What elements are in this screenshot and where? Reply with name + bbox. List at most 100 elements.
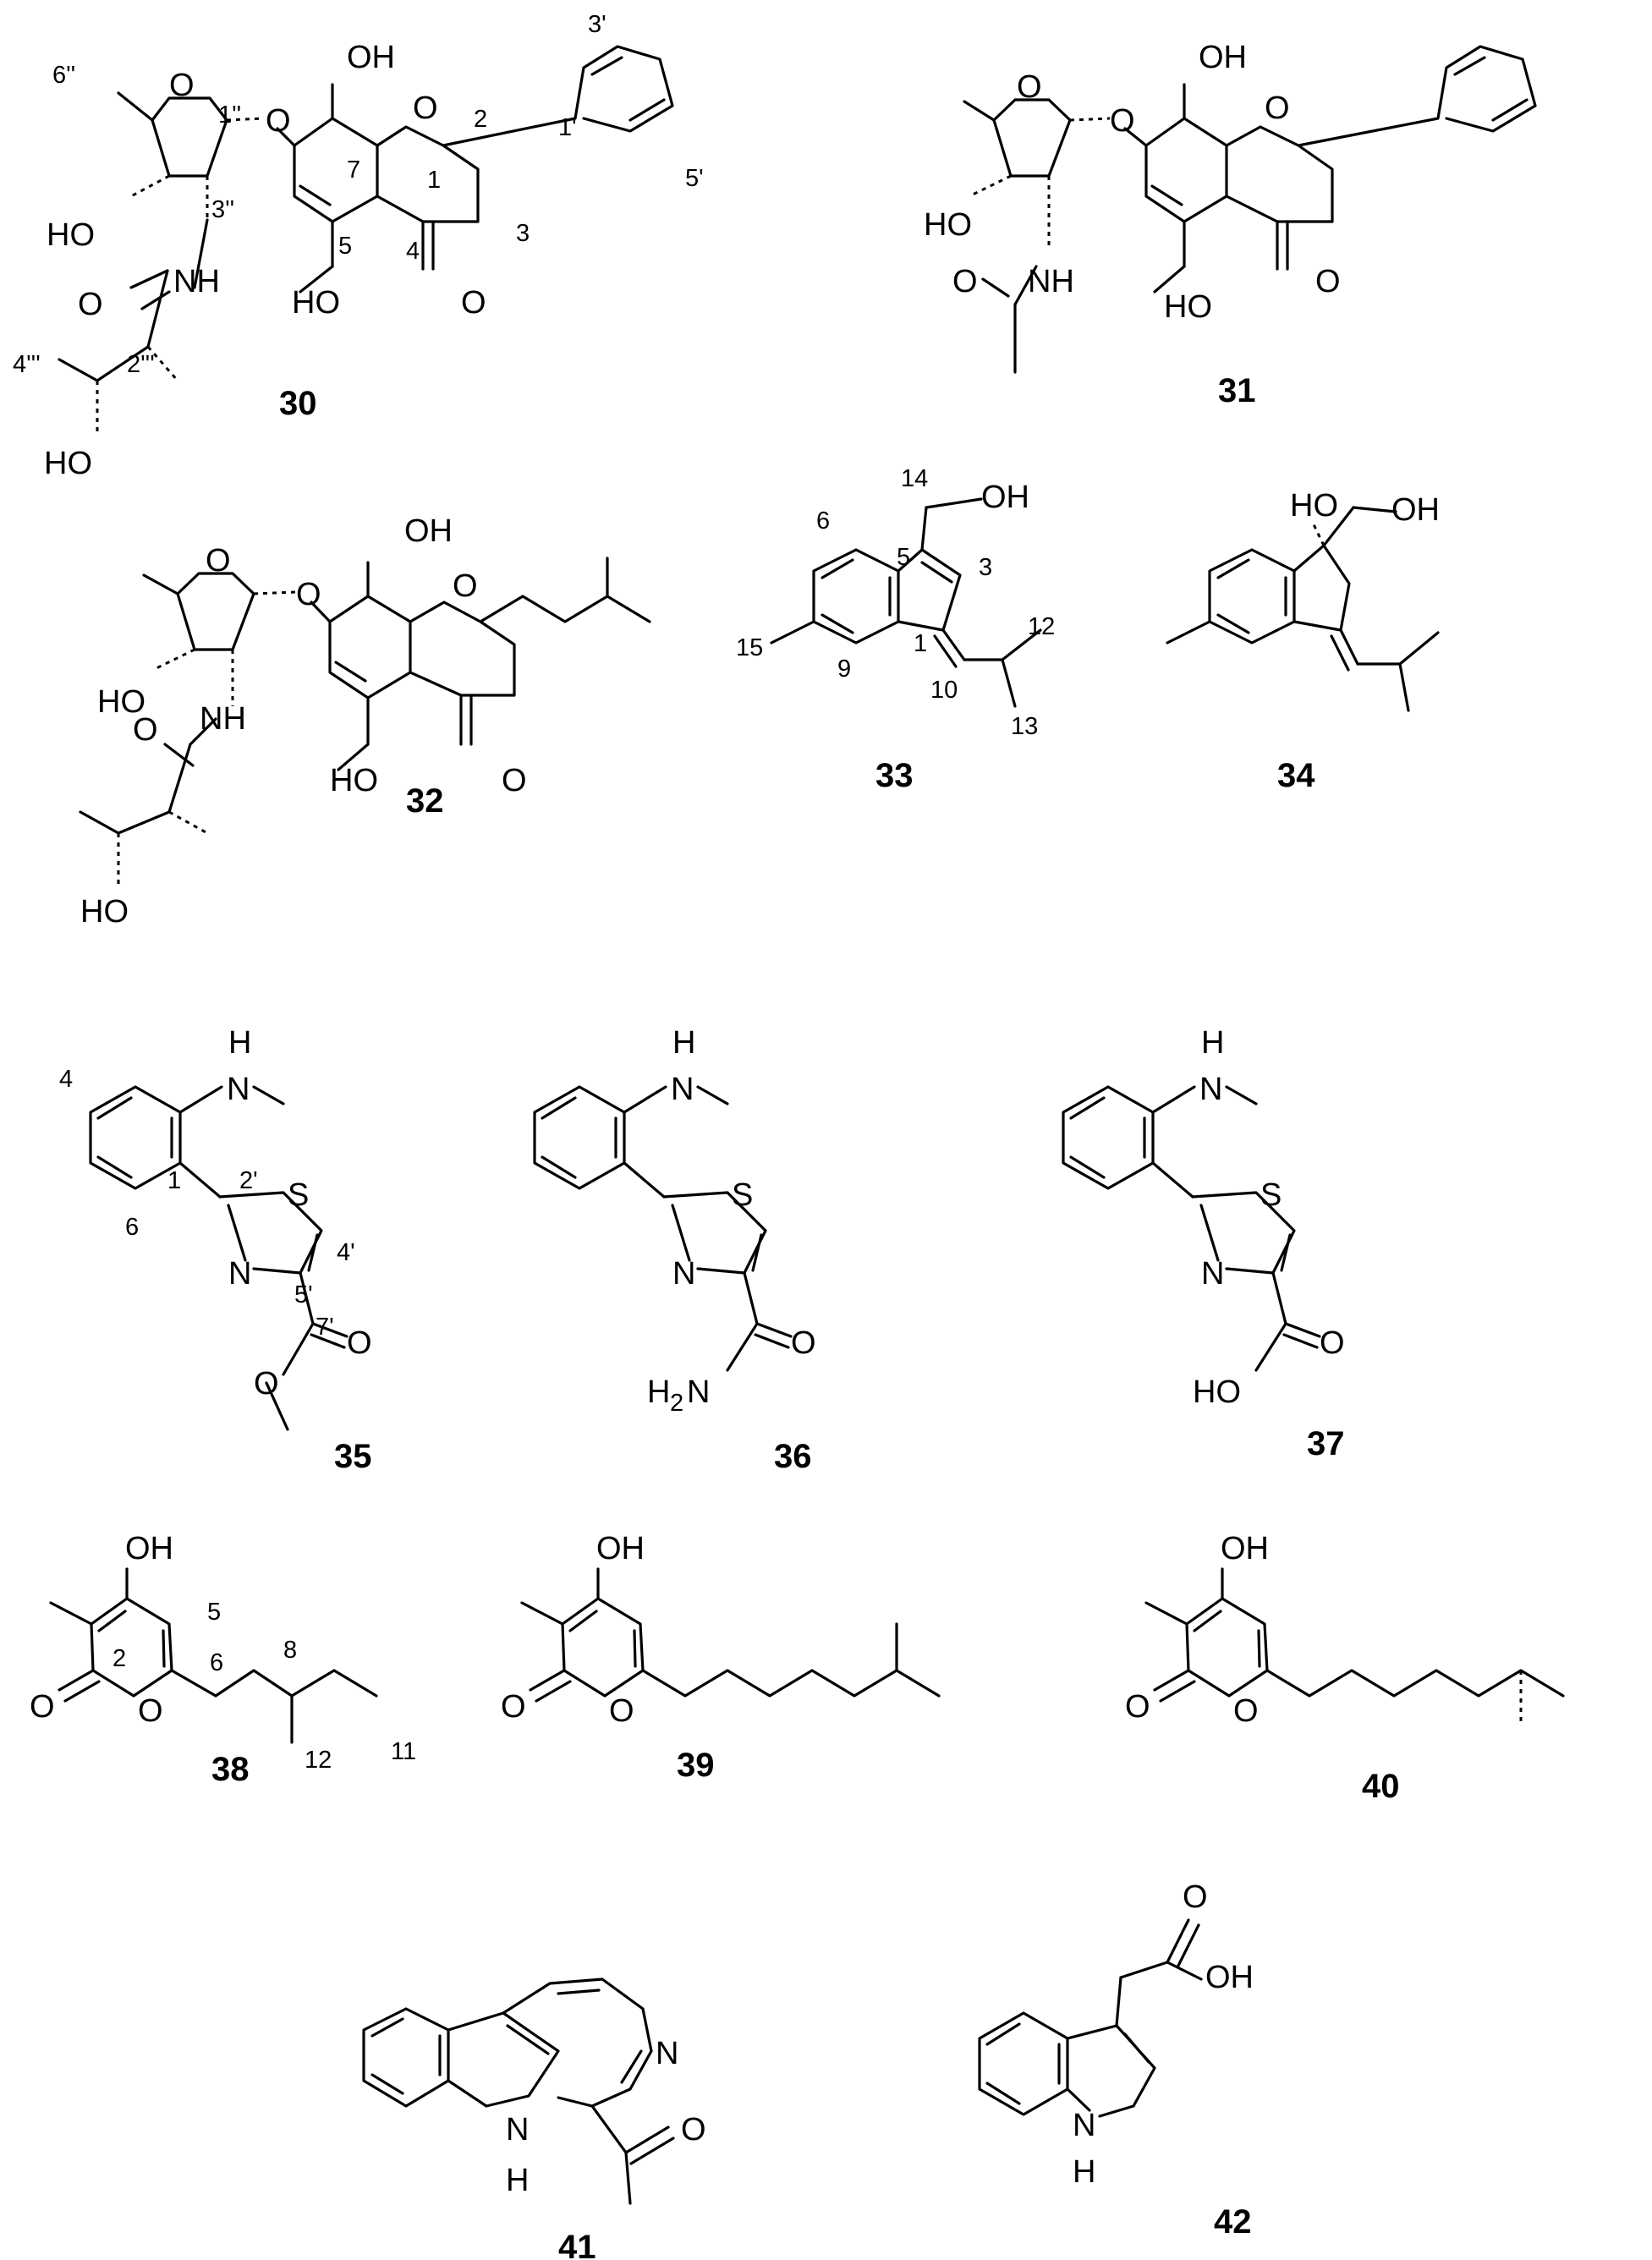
svg-text:6: 6 (210, 1649, 223, 1676)
svg-text:9: 9 (837, 656, 851, 683)
svg-text:N: N (656, 2036, 678, 2071)
svg-text:O: O (169, 68, 195, 103)
svg-text:O: O (453, 568, 478, 604)
svg-text:5: 5 (897, 544, 910, 571)
svg-text:H: H (506, 2163, 529, 2198)
svg-text:O: O (952, 264, 978, 299)
compound-41 (362, 1978, 675, 2205)
svg-text:31: 31 (1218, 372, 1256, 409)
svg-text:O: O (1017, 69, 1042, 105)
svg-text:1'': 1'' (218, 101, 241, 129)
svg-text:HO: HO (292, 285, 340, 321)
compound-34 (1166, 506, 1440, 712)
svg-text:5': 5' (685, 165, 704, 192)
svg-text:1': 1' (558, 114, 577, 141)
svg-text:O: O (30, 1689, 55, 1725)
svg-text:11: 11 (391, 1738, 416, 1765)
svg-text:N: N (228, 1256, 251, 1292)
svg-text:NH: NH (1028, 264, 1074, 299)
compound-31 (963, 45, 1537, 374)
svg-text:7': 7' (316, 1314, 334, 1341)
svg-text:41: 41 (558, 2229, 596, 2260)
svg-text:O: O (133, 712, 158, 748)
svg-text:33: 33 (875, 757, 914, 794)
svg-text:H: H (1201, 1025, 1224, 1061)
svg-text:NH: NH (173, 264, 220, 299)
svg-text:OH: OH (981, 480, 1029, 515)
svg-text:S: S (1260, 1177, 1282, 1213)
svg-text:3': 3' (588, 11, 606, 38)
compound-35 (89, 1085, 349, 1431)
svg-text:7: 7 (347, 156, 360, 184)
svg-text:H: H (672, 1025, 695, 1061)
svg-text:3: 3 (516, 220, 530, 247)
svg-text:O: O (78, 287, 103, 322)
svg-text:H: H (228, 1025, 251, 1061)
svg-text:1: 1 (427, 167, 441, 194)
svg-text:HO: HO (47, 217, 95, 253)
svg-text:HO: HO (80, 894, 129, 930)
svg-text:2: 2 (113, 1645, 126, 1672)
svg-text:35: 35 (334, 1438, 372, 1475)
svg-text:H: H (647, 1374, 670, 1410)
compound-30 (58, 45, 674, 436)
svg-text:N: N (687, 1374, 710, 1410)
svg-text:13: 13 (1011, 713, 1038, 740)
svg-text:OH: OH (404, 513, 453, 549)
svg-text:6'': 6'' (52, 62, 75, 89)
svg-text:HO: HO (330, 763, 378, 798)
svg-text:8: 8 (283, 1637, 297, 1664)
svg-text:2''': 2''' (127, 351, 155, 378)
svg-text:OH: OH (1221, 1531, 1269, 1566)
svg-text:HO: HO (44, 446, 92, 481)
svg-text:4: 4 (406, 238, 420, 265)
svg-text:O: O (1320, 1325, 1345, 1361)
svg-text:NH: NH (200, 701, 246, 737)
svg-text:37: 37 (1307, 1425, 1345, 1462)
svg-text:O: O (502, 763, 527, 798)
svg-text:O: O (1183, 1879, 1208, 1915)
svg-text:42: 42 (1214, 2203, 1252, 2241)
svg-text:N: N (1199, 1072, 1222, 1107)
svg-text:2': 2' (239, 1167, 258, 1194)
svg-text:O: O (609, 1693, 634, 1729)
svg-text:H: H (1073, 2154, 1095, 2190)
svg-text:14: 14 (901, 465, 928, 492)
svg-text:O: O (1265, 91, 1290, 126)
svg-text:OH: OH (1199, 40, 1247, 75)
svg-text:6: 6 (816, 507, 830, 535)
svg-text:O: O (1315, 264, 1341, 299)
svg-text:O: O (461, 285, 486, 321)
compound-36 (533, 1085, 793, 1372)
svg-text:O: O (681, 2112, 706, 2148)
svg-text:36: 36 (774, 1438, 812, 1475)
svg-text:O: O (347, 1325, 372, 1361)
svg-text:N: N (1201, 1256, 1224, 1292)
svg-text:34: 34 (1277, 757, 1315, 794)
svg-text:OH: OH (1205, 1960, 1254, 1995)
compound-42 (978, 1918, 1203, 2118)
svg-text:S: S (288, 1177, 309, 1213)
compound-39 (520, 1567, 941, 1703)
svg-text:N: N (1073, 2108, 1095, 2143)
svg-text:3'': 3'' (211, 196, 234, 223)
svg-text:2: 2 (670, 1390, 683, 1417)
svg-text:OH: OH (1391, 492, 1440, 528)
compound-38 (49, 1567, 378, 1744)
svg-text:5: 5 (338, 233, 352, 260)
svg-text:HO: HO (924, 207, 972, 243)
compound-37 (1062, 1085, 1321, 1372)
svg-text:5': 5' (294, 1281, 313, 1308)
svg-text:O: O (791, 1325, 816, 1361)
svg-text:O: O (266, 103, 291, 139)
svg-text:O: O (501, 1689, 526, 1725)
svg-text:O: O (1233, 1693, 1259, 1729)
svg-text:OH: OH (347, 40, 395, 75)
svg-text:HO: HO (1193, 1374, 1241, 1410)
svg-text:O: O (1125, 1689, 1150, 1725)
svg-text:OH: OH (596, 1531, 645, 1566)
svg-text:HO: HO (1164, 289, 1212, 325)
svg-text:O: O (413, 91, 438, 126)
svg-text:10: 10 (930, 677, 958, 704)
